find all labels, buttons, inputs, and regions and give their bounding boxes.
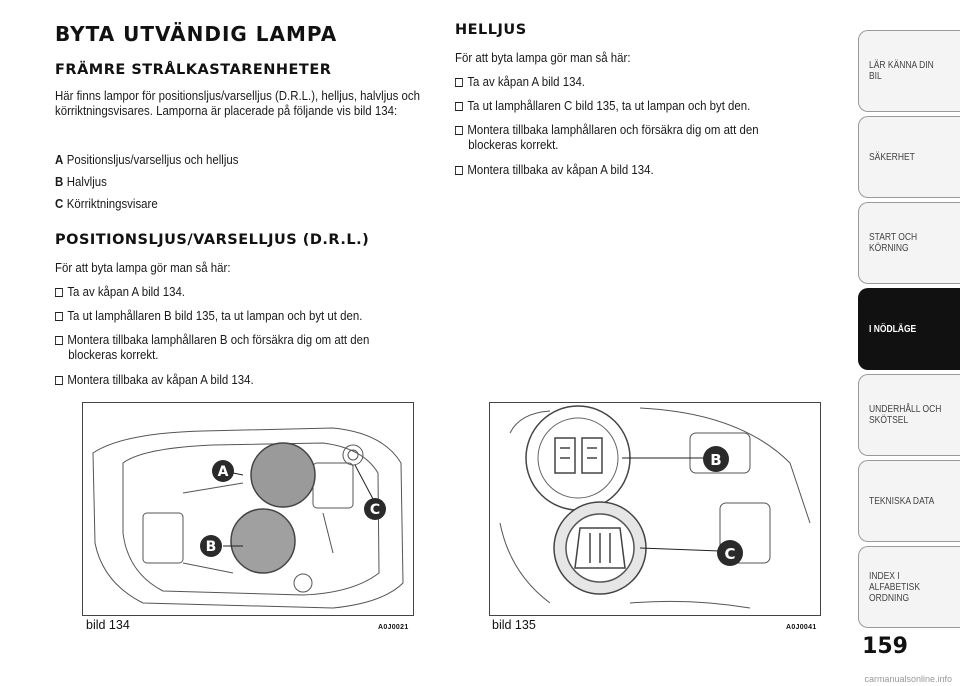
section-heading-position-lights: POSITIONSLJUS/VARSELLJUS (D.R.L.) — [55, 232, 370, 248]
step-item: Montera tillbaka lamphållaren och försäk… — [455, 122, 759, 152]
tab-lar-kanna-din-bil[interactable]: LÄR KÄNNA DIN BIL — [858, 30, 960, 112]
headlamp-illustration: A B C — [92, 427, 404, 609]
svg-text:A: A — [218, 464, 229, 480]
section-heading-front-lights: FRÄMRE STRÅLKASTARENHETER — [55, 62, 332, 78]
step-item: Ta av kåpan A bild 134. — [455, 74, 585, 89]
lamp-cover-b — [230, 508, 296, 574]
step-item: Ta ut lamphållaren B bild 135, ta ut lam… — [55, 308, 362, 323]
callout-c-icon — [364, 498, 386, 520]
figure-caption: bild 134 — [86, 618, 130, 632]
callout-a-icon — [212, 460, 234, 482]
step-item: Montera tillbaka av kåpan A bild 134. — [455, 162, 654, 177]
tab-index[interactable]: INDEX I ALFABETISK ORDNING — [858, 546, 960, 628]
tab-tekniska-data[interactable]: TEKNISKA DATA — [858, 460, 960, 542]
tab-start-och-korning[interactable]: START OCH KÖRNING — [858, 202, 960, 284]
step-item: Montera tillbaka av kåpan A bild 134. — [55, 372, 254, 387]
figure-135-lampholders: B C — [489, 402, 821, 616]
checkbox-bullet-icon — [455, 126, 463, 135]
footer-watermark: carmanualsonline.info — [864, 674, 952, 684]
section-intro: Här finns lampor för positionsljus/varse… — [55, 88, 420, 118]
section-intro: För att byta lampa gör man så här: — [55, 260, 231, 275]
checkbox-bullet-icon — [55, 336, 63, 345]
page-number: 159 — [862, 634, 908, 659]
step-item: Montera tillbaka lamphållaren B och förs… — [55, 332, 369, 362]
checkbox-bullet-icon — [55, 376, 63, 385]
step-item: Ta ut lamphållaren C bild 135, ta ut lam… — [455, 98, 750, 113]
tab-underhall-och-skotsel[interactable]: UNDERHÅLL OCH SKÖTSEL — [858, 374, 960, 456]
step-item: Ta av kåpan A bild 134. — [55, 284, 185, 299]
page-title: BYTA UTVÄNDIG LAMPA — [55, 22, 338, 46]
lampholder-illustration: B C — [499, 405, 811, 609]
checkbox-bullet-icon — [455, 78, 463, 87]
svg-text:B: B — [710, 451, 721, 469]
svg-text:C: C — [370, 502, 380, 518]
section-heading-high-beam: HELLJUS — [455, 22, 527, 38]
checkbox-bullet-icon — [455, 166, 463, 175]
lamp-cover-a — [250, 442, 316, 508]
checkbox-bullet-icon — [55, 312, 63, 321]
svg-text:C: C — [724, 545, 735, 563]
checkbox-bullet-icon — [455, 102, 463, 111]
checkbox-bullet-icon — [55, 288, 63, 297]
figure-code: A0J0021 — [378, 624, 409, 631]
figure-caption: bild 135 — [492, 618, 536, 632]
figure-134-headlamp: A B C — [82, 402, 414, 616]
tab-sakerhet[interactable]: SÄKERHET — [858, 116, 960, 198]
section-intro: För att byta lampa gör man så här: — [455, 50, 631, 65]
lampholder-b — [525, 405, 631, 511]
callout-c-icon — [717, 540, 743, 566]
figure-code: A0J0041 — [786, 624, 817, 631]
tab-i-nodlage[interactable]: I NÖDLÄGE — [858, 288, 960, 370]
svg-text:B: B — [206, 539, 217, 555]
callout-b-icon — [200, 535, 222, 557]
callout-b-icon — [703, 446, 729, 472]
